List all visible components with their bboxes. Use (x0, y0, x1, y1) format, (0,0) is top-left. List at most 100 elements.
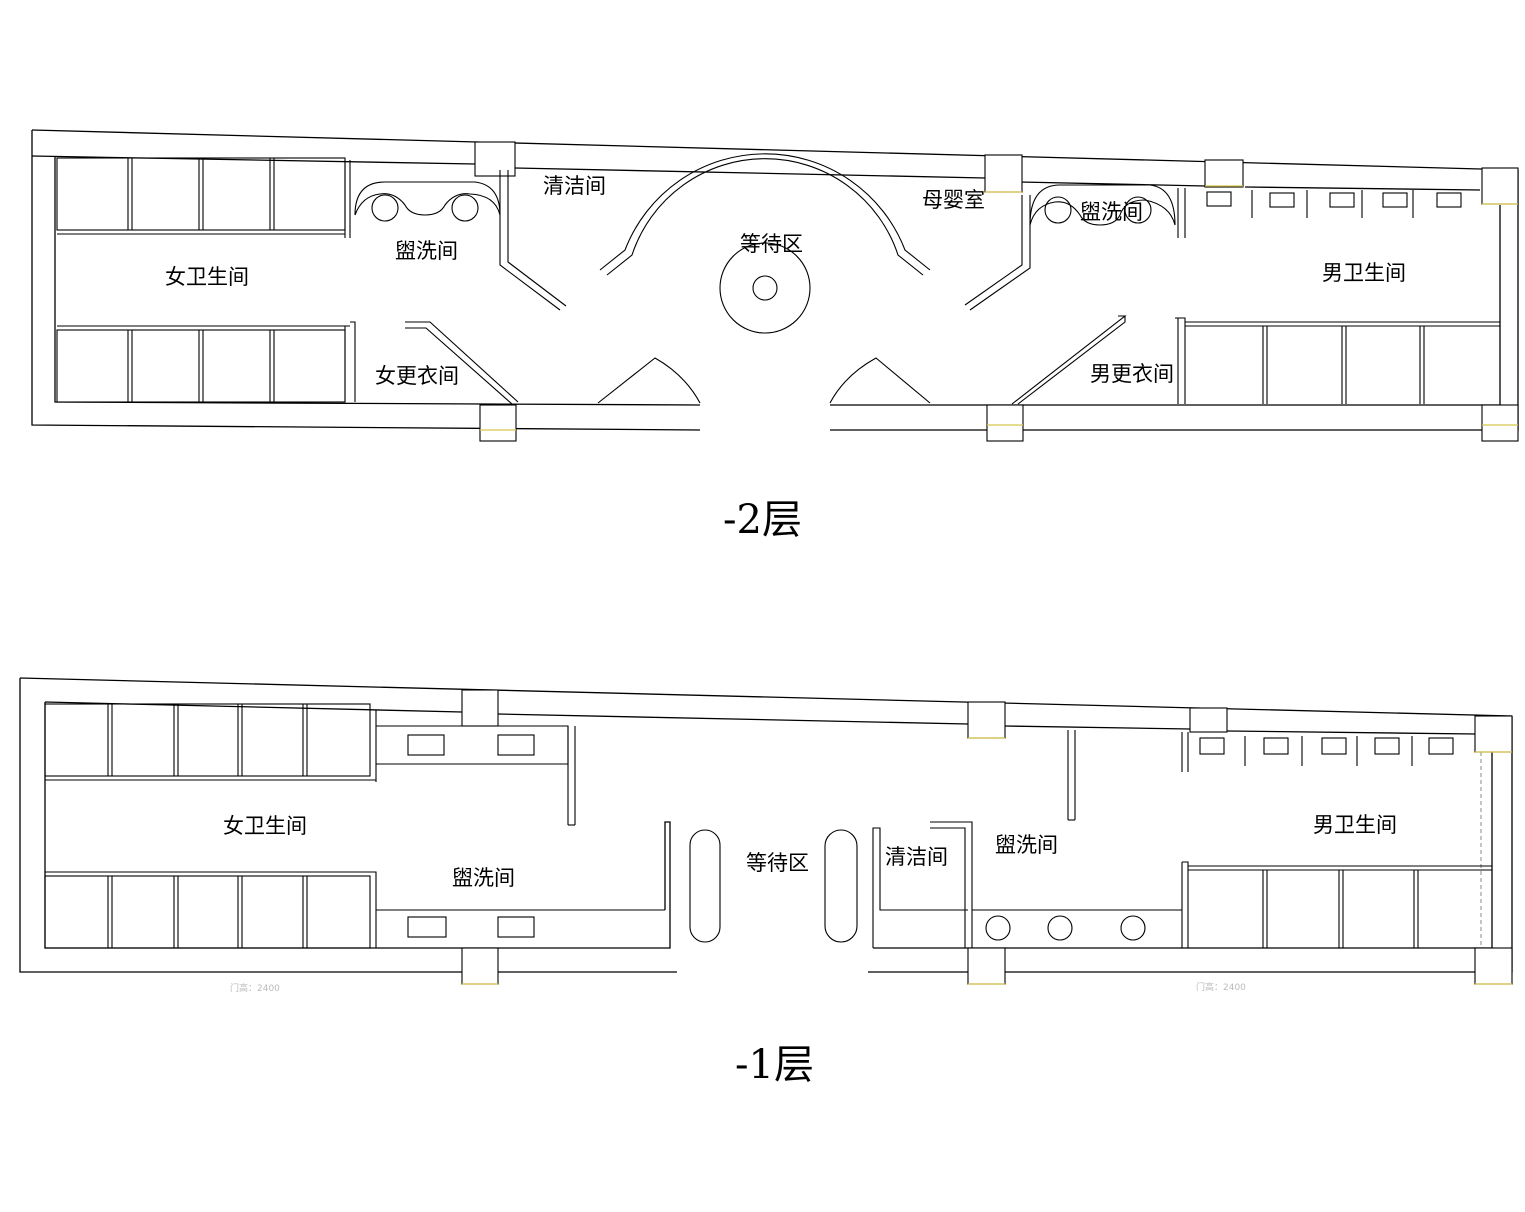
inner-wall-top-3 (1019, 181, 1206, 187)
urinal-icon (1206, 191, 1232, 207)
column (1189, 707, 1228, 733)
inner-wall-top-3 (1004, 725, 1191, 730)
waiting-bench-left (689, 829, 721, 943)
inner-wall-left (44, 702, 671, 949)
waiting-round-table (752, 275, 778, 301)
label-mens-changing-room: 男更衣间 (1090, 362, 1174, 386)
outer-wall-top (19, 677, 1513, 717)
column (984, 154, 1023, 193)
urinal-icon (1428, 737, 1454, 755)
column (986, 404, 1024, 442)
label-cleaning-room: 清洁间 (543, 174, 606, 198)
floor-title-minus-1: -1层 (735, 1042, 814, 1088)
changing-wall-right (1017, 316, 1126, 405)
inner-wall-top-4 (1226, 730, 1476, 735)
sink-basin-icon (1120, 915, 1146, 941)
label-womens-restroom: 女卫生间 (165, 265, 249, 289)
sink-counter-right (1029, 184, 1176, 226)
partition (370, 871, 377, 948)
column (474, 141, 516, 177)
label-waiting-area: 等待区 (746, 851, 809, 875)
cleaning-room-wall (507, 170, 567, 307)
sink-basin-icon (451, 194, 479, 222)
inner-wall-top (31, 155, 476, 165)
waiting-round-seat (719, 242, 811, 334)
urinal-icon (1382, 192, 1408, 208)
urinal-icon (1374, 737, 1400, 755)
urinal-icon (1329, 192, 1355, 208)
cleaning-room-wall (930, 821, 973, 948)
cleaning-room-wall (930, 827, 966, 948)
column (1481, 404, 1519, 442)
changing-wall-right (1011, 315, 1127, 405)
column (461, 689, 499, 727)
stall-row-top-left (56, 157, 346, 231)
partition (1182, 861, 1189, 948)
label-washroom-left: 盥洗间 (395, 239, 458, 263)
outer-wall-top (31, 129, 1519, 171)
entrance-planter-right (829, 357, 931, 404)
urinal-icon (1321, 737, 1347, 755)
sink-basin-icon (1047, 915, 1073, 941)
sink-basin-icon (985, 915, 1011, 941)
column (967, 701, 1006, 739)
sink-icon (497, 916, 535, 938)
sink-basin-icon (1044, 196, 1072, 224)
urinal-icon (1263, 737, 1289, 755)
waiting-bench-right (824, 829, 858, 943)
column (967, 947, 1006, 985)
sink-basin-icon (371, 194, 399, 222)
urinal-icon (1269, 192, 1295, 208)
label-cleaning-room: 清洁间 (885, 845, 948, 869)
column (1474, 715, 1513, 753)
partition (872, 827, 968, 948)
outer-wall-left (19, 678, 677, 973)
sink-icon (497, 734, 535, 756)
inner-wall-top-2 (497, 713, 969, 725)
inner-wall-top-2 (514, 167, 986, 179)
sink-basin-icon (1124, 196, 1152, 224)
sink-icon (407, 734, 445, 756)
label-washroom-right: 盥洗间 (1080, 200, 1143, 224)
stall-row-bottom-left (56, 329, 346, 403)
cleaning-room-wall (499, 170, 561, 311)
label-washroom-left: 盥洗间 (452, 866, 515, 890)
floor-minus-1-plan: 女卫生间 盥洗间 等待区 清洁间 盥洗间 男卫生间 门高：2400 门高：240… (19, 677, 1513, 1088)
vanity-top (376, 725, 569, 765)
urinal-icon (1199, 737, 1225, 755)
door-height-note: 门高：2400 (1196, 981, 1246, 993)
label-mens-restroom: 男卫生间 (1322, 261, 1406, 285)
waiting-arc-outer (599, 153, 931, 271)
floor-minus-2-plan: 女卫生间 盥洗间 清洁间 等待区 母婴室 盥洗间 男卫生间 女更衣间 男更衣间 … (31, 129, 1519, 543)
stall-row-bottom-left (44, 875, 371, 949)
label-mother-baby-room: 母婴室 (922, 188, 985, 212)
column (1204, 159, 1244, 188)
inner-wall-left (54, 156, 701, 406)
label-mens-restroom: 男卫生间 (1313, 813, 1397, 837)
sink-counter-left (354, 181, 501, 216)
column (1474, 947, 1513, 985)
partition (1175, 317, 1186, 404)
column (1481, 167, 1519, 205)
column (479, 404, 517, 442)
sink-icon (407, 916, 447, 938)
label-womens-changing-room: 女更衣间 (375, 364, 459, 388)
label-womens-restroom: 女卫生间 (223, 814, 307, 838)
column (461, 947, 499, 985)
label-waiting-area: 等待区 (740, 232, 803, 256)
label-washroom-right: 盥洗间 (995, 833, 1058, 857)
mother-baby-wall (969, 195, 1031, 311)
mother-baby-wall (964, 195, 1023, 306)
partition (350, 321, 356, 402)
urinal-icon (1436, 192, 1462, 208)
changing-wall-left (405, 327, 513, 405)
stall-row-top-left (44, 703, 371, 777)
waiting-arc-inner (606, 158, 924, 276)
changing-wall-left (405, 321, 519, 403)
entrance-planter-left (597, 357, 701, 404)
floor-title-minus-2: -2层 (723, 497, 802, 543)
door-height-note: 门高：2400 (230, 982, 280, 994)
outer-wall-left (31, 130, 701, 431)
inner-wall-top-4 (1244, 186, 1481, 191)
